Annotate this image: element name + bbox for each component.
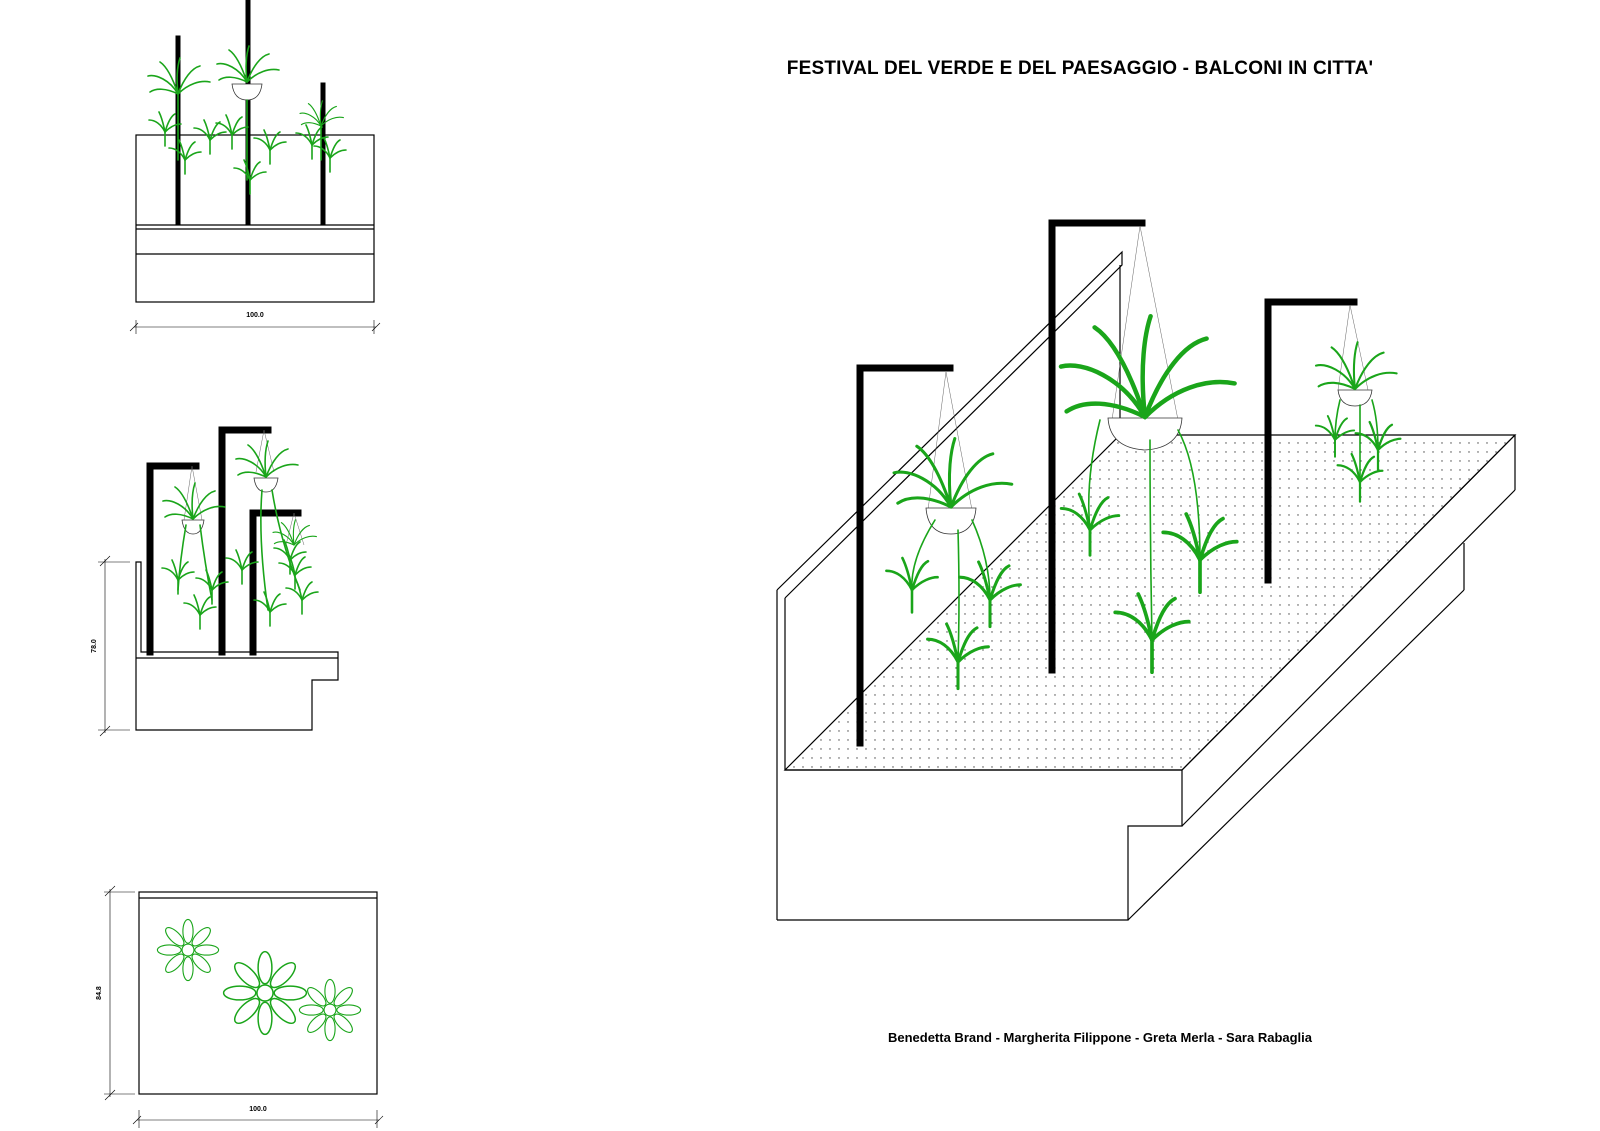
front-width-dimension: 100.0 [246, 312, 264, 319]
front-elevation: 100.0 [129, 0, 381, 334]
plan-width-dimension: 100.0 [249, 1106, 267, 1113]
plan-view: 84.8 100.0 [96, 885, 384, 1128]
axonometric-view [776, 219, 1517, 921]
authors-credit: Benedetta Brand - Margherita Filippone -… [887, 1030, 1313, 1045]
side-elevation: 78.0 [91, 426, 339, 737]
drawing-title: FESTIVAL DEL VERDE E DEL PAESAGGIO - BAL… [786, 58, 1374, 79]
side-height-dimension: 78.0 [91, 639, 98, 653]
plan-depth-dimension: 84.8 [96, 986, 103, 1000]
